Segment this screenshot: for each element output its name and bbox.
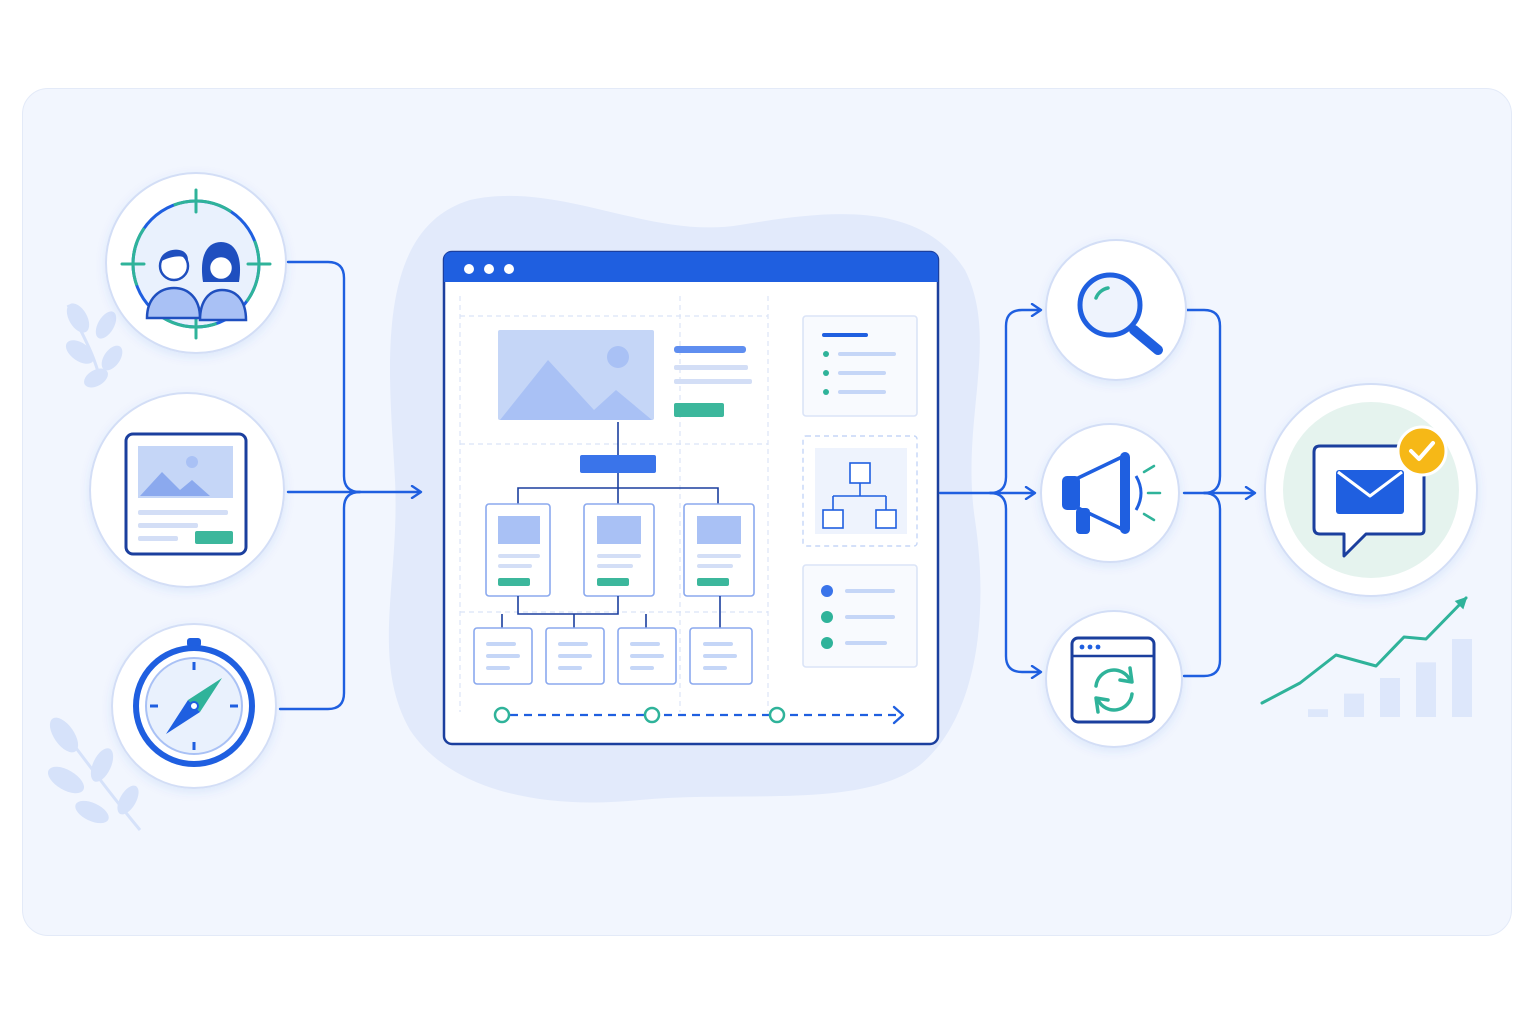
decorative-leaves-top	[65, 303, 123, 388]
sub-page-card	[473, 627, 533, 685]
window-title-bar	[444, 252, 938, 282]
website-structure-window	[442, 250, 940, 746]
input-node-target-audience	[105, 172, 287, 354]
page-card	[683, 503, 755, 597]
layout-guides	[459, 296, 769, 712]
hero-image-block	[498, 330, 752, 420]
sidebar-panel-bullets	[802, 564, 918, 668]
sub-page-card	[689, 627, 753, 685]
page-card	[485, 503, 551, 597]
sub-page-card	[617, 627, 677, 685]
compass-icon	[133, 638, 255, 767]
sidebar-panel-list	[802, 315, 918, 417]
input-connectors	[278, 260, 420, 711]
growth-trend-line	[1260, 596, 1468, 705]
sidebar-panel-hierarchy	[802, 435, 918, 547]
growth-trend-graphic	[1260, 596, 1472, 717]
window-dot	[484, 264, 494, 274]
timeline-milestone	[643, 706, 661, 724]
input-node-content	[89, 392, 285, 588]
sub-page-card	[545, 627, 605, 685]
decorative-leaves-bottom	[47, 717, 142, 831]
growth-bar	[1344, 693, 1364, 717]
timeline-milestone	[493, 706, 511, 724]
root-node	[580, 455, 656, 473]
result-node-email	[1264, 383, 1478, 597]
image-content-card-icon	[124, 432, 248, 556]
window-dot	[464, 264, 474, 274]
output-node-promotion	[1040, 423, 1180, 563]
output-connectors	[938, 310, 1254, 676]
growth-bar	[1452, 639, 1472, 717]
growth-bars	[1308, 639, 1472, 717]
browser-refresh-icon	[1070, 636, 1156, 724]
magnifier-icon	[1077, 272, 1163, 355]
growth-bar	[1380, 678, 1400, 717]
page-card	[583, 503, 655, 597]
megaphone-icon	[1062, 452, 1162, 534]
window-dot	[504, 264, 514, 274]
growth-bar	[1416, 662, 1436, 717]
timeline-milestone	[768, 706, 786, 724]
output-node-search	[1045, 239, 1187, 381]
timeline	[493, 705, 905, 725]
input-node-navigation	[111, 623, 277, 789]
growth-bar	[1308, 709, 1328, 717]
target-audience-icon	[120, 188, 272, 340]
sitemap-tree	[473, 422, 755, 685]
output-node-update	[1045, 610, 1183, 748]
email-check-icon	[1312, 425, 1448, 558]
